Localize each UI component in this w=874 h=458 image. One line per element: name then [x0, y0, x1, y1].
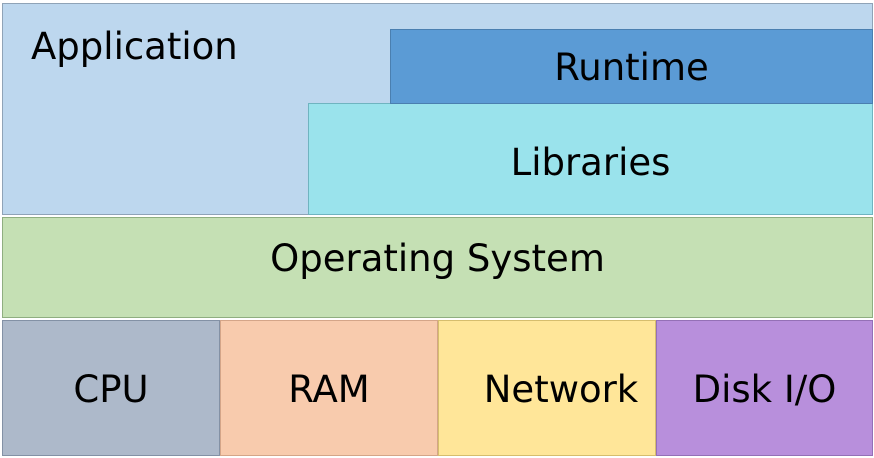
network-block: Network [438, 320, 656, 456]
disk-io-block: Disk I/O [656, 320, 873, 456]
operating-system-label: Operating System [270, 237, 605, 280]
ram-label: RAM [288, 368, 370, 411]
cpu-label: CPU [73, 368, 149, 411]
application-label: Application [31, 25, 238, 68]
libraries-layer: Libraries [308, 103, 873, 215]
ram-block: RAM [220, 320, 438, 456]
runtime-label: Runtime [554, 46, 709, 89]
cpu-block: CPU [2, 320, 220, 456]
network-label: Network [483, 368, 639, 411]
disk-io-label: Disk I/O [692, 368, 837, 411]
operating-system-layer: Operating System [2, 217, 873, 318]
runtime-layer: Runtime [390, 29, 873, 104]
libraries-label: Libraries [510, 141, 671, 184]
